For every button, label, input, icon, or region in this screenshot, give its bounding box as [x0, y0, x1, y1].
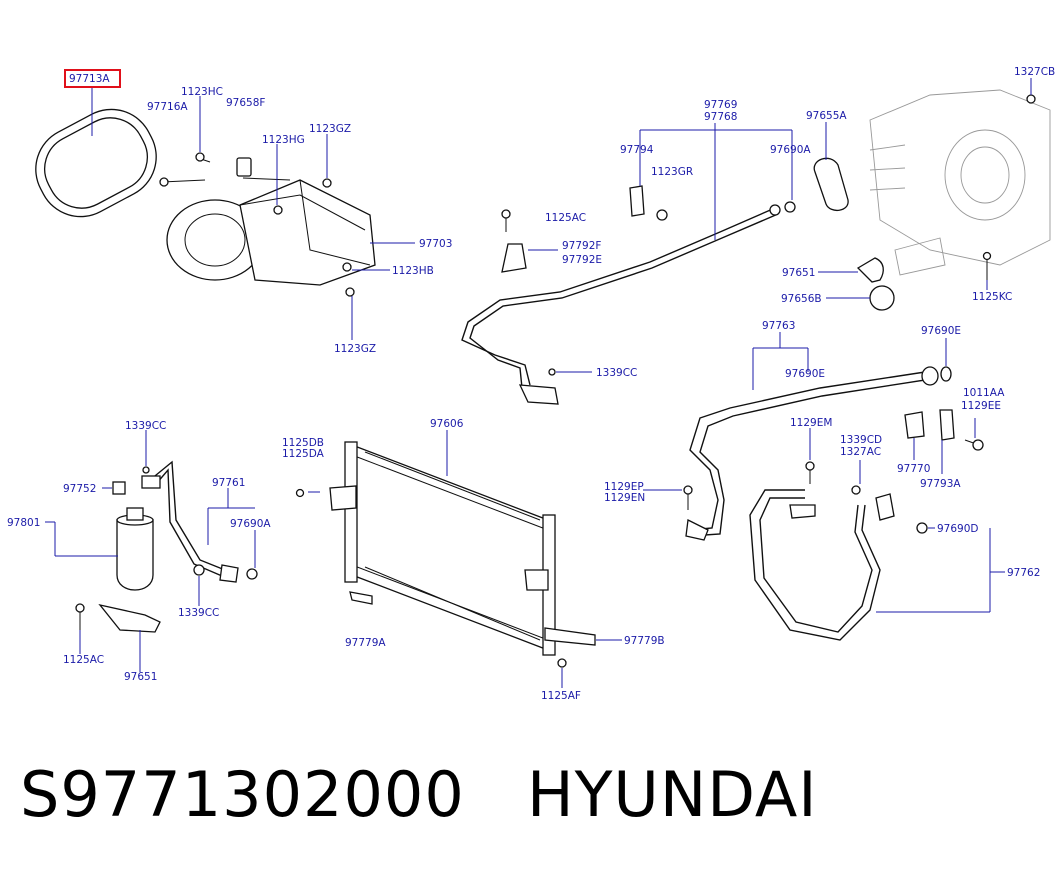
label-97779A: 97779A [345, 637, 386, 649]
drive-belt [35, 108, 157, 218]
label-1327CB: 1327CB [1014, 66, 1055, 78]
label-1339CC-left2: 1339CC [178, 607, 219, 619]
label-97770: 97770 [897, 463, 930, 475]
suction-hose-97762 [749, 489, 928, 641]
label-1123HB: 1123HB [392, 265, 434, 277]
label-97656B: 97656B [781, 293, 822, 305]
label-97655A: 97655A [806, 110, 847, 122]
label-97792E: 97792E [562, 254, 602, 266]
label-1011AA: 1011AA [963, 387, 1005, 399]
label-97690E-top: 97690E [921, 325, 961, 337]
label-97792F: 97792F [562, 240, 601, 252]
engine-block-outline [869, 89, 1051, 276]
label-97762: 97762 [1007, 567, 1040, 579]
label-97651-right: 97651 [782, 267, 815, 279]
label-97690E: 97690E [785, 368, 825, 380]
label-97801: 97801 [7, 517, 40, 529]
brackets-97770-97793A [683, 409, 984, 510]
label-1129EE: 1129EE [961, 400, 1001, 412]
cap-97656B [869, 285, 895, 311]
part-labels: 97713A 1123HC 97716A 97658F 1123HG 1123G… [7, 66, 1055, 702]
label-97690A-top: 97690A [770, 144, 811, 156]
label-1125AC-mid: 1125AC [545, 212, 586, 224]
label-97793A: 97793A [920, 478, 961, 490]
label-97716A: 97716A [147, 101, 188, 113]
label-97763: 97763 [762, 320, 795, 332]
label-97779B: 97779B [624, 635, 665, 647]
compressor [166, 157, 376, 286]
label-1125DB: 1125DB [282, 437, 324, 449]
label-1125AC-left: 1125AC [63, 654, 104, 666]
condenser-97606 [295, 441, 596, 668]
label-97761: 97761 [212, 477, 245, 489]
label-1129EN: 1129EN [604, 492, 645, 504]
label-1123GZ-top: 1123GZ [309, 123, 351, 135]
label-97713A: 97713A [69, 73, 110, 85]
label-1129EM: 1129EM [790, 417, 832, 429]
discharge-pipe [461, 201, 796, 405]
label-97769: 97769 [704, 99, 737, 111]
label-1339CC-mid: 1339CC [596, 367, 637, 379]
label-97794: 97794 [620, 144, 654, 156]
label-1339CC-left: 1339CC [125, 420, 166, 432]
receiver-drier-97801 [75, 460, 258, 633]
label-1123HC: 1123HC [181, 86, 223, 98]
label-1123GZ-bot: 1123GZ [334, 343, 376, 355]
leader-lines [45, 78, 1032, 688]
label-97703: 97703 [419, 238, 452, 250]
clip-1339CC [548, 368, 556, 376]
pipe-clamp-97655A [813, 157, 849, 211]
compressor-bolts [159, 152, 355, 297]
label-97752: 97752 [63, 483, 96, 495]
bolt-1125KC [982, 251, 992, 280]
bracket-97792 [501, 209, 527, 273]
label-1125AF: 1125AF [541, 690, 581, 702]
label-1123HG: 1123HG [262, 134, 305, 146]
pipe-elbow-97651 [856, 257, 884, 283]
label-1125KC: 1125KC [972, 291, 1012, 303]
part-number-caption: S9771302000 HYUNDAI [20, 758, 818, 831]
label-1327AC: 1327AC [840, 446, 881, 458]
bracket-97794 [629, 185, 668, 221]
highlight-box-97713A [64, 69, 121, 88]
label-97606: 97606 [430, 418, 464, 430]
label-1339CD: 1339CD [840, 434, 882, 446]
label-1125DA: 1125DA [282, 448, 325, 460]
label-1129EP: 1129EP [604, 481, 644, 493]
suction-hose-97763 [685, 366, 952, 541]
label-1123GR: 1123GR [651, 166, 693, 178]
label-97651-left: 97651 [124, 671, 157, 683]
label-97690A-left: 97690A [230, 518, 271, 530]
label-97658F: 97658F [226, 97, 265, 109]
label-97768: 97768 [704, 111, 737, 123]
label-97690D: 97690D [937, 523, 979, 535]
